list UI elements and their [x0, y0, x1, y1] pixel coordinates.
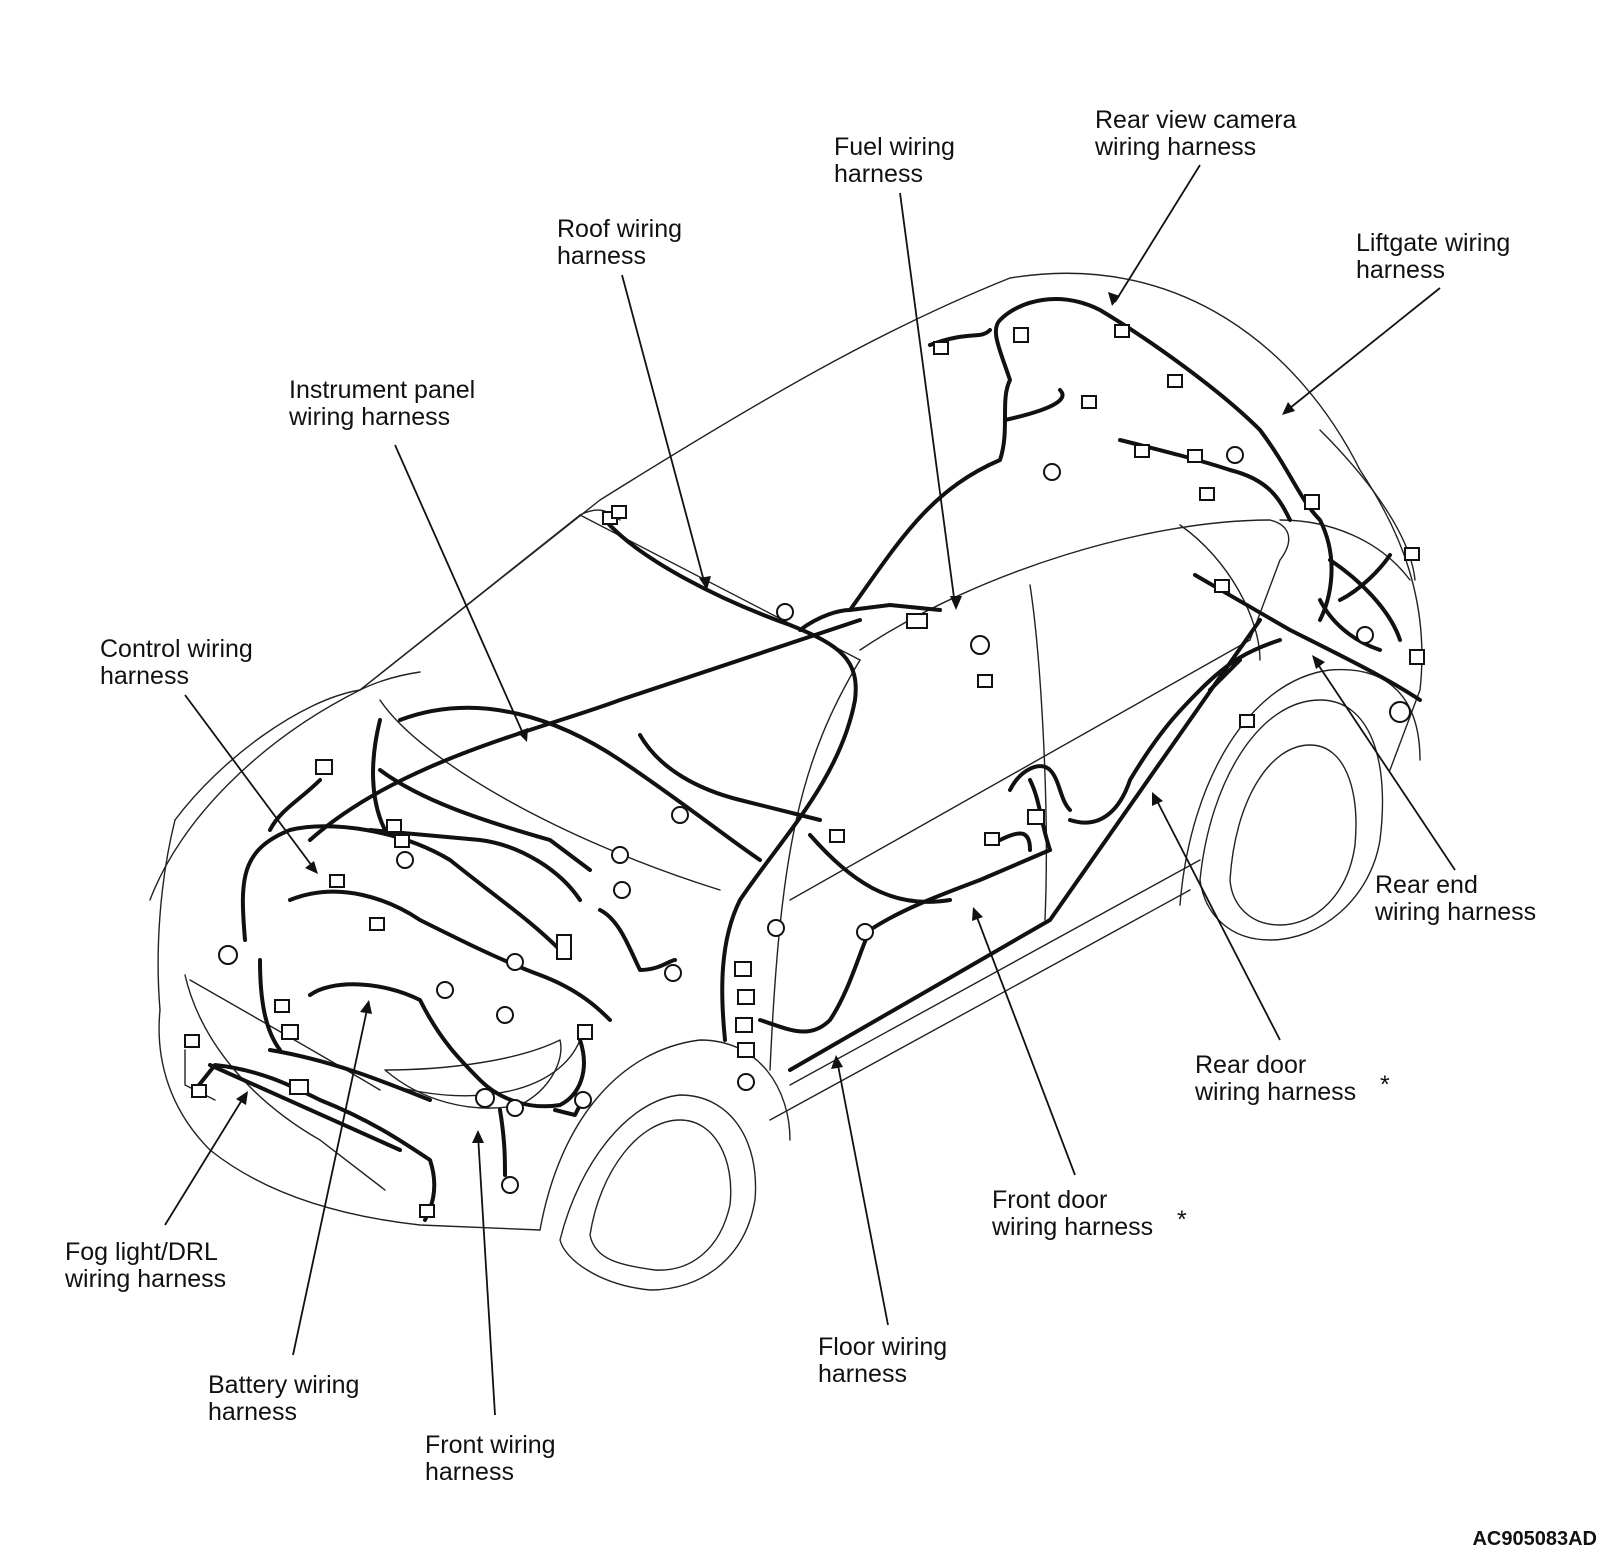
leader-front	[477, 1134, 496, 1416]
svg-text:Instrument panel: Instrument panel	[289, 376, 475, 404]
svg-text:Fuel wiring: Fuel wiring	[834, 133, 955, 161]
svg-text:harness: harness	[425, 1458, 514, 1486]
leader-front-door	[974, 911, 1076, 1176]
leader-floor	[836, 1059, 889, 1326]
svg-text:wiring harness: wiring harness	[64, 1265, 226, 1293]
leader-instrument-panel	[394, 444, 526, 739]
svg-text:Front door: Front door	[992, 1186, 1107, 1214]
svg-text:wiring harness: wiring harness	[1374, 898, 1536, 926]
connectors	[184, 324, 1425, 1218]
leader-liftgate	[1284, 287, 1441, 413]
svg-text:Liftgate wiring: Liftgate wiring	[1356, 229, 1510, 257]
svg-text:Battery wiring: Battery wiring	[208, 1371, 359, 1399]
leader-rear-door	[1154, 796, 1281, 1041]
label-rear-view-camera: Rear view camera wiring harness	[1094, 106, 1297, 161]
svg-text:Control wiring: Control wiring	[100, 635, 253, 663]
figure-id: AC905083AD	[1472, 1528, 1597, 1550]
svg-text:Rear end: Rear end	[1375, 871, 1478, 899]
svg-text:harness: harness	[818, 1360, 907, 1388]
car-body-outline	[149, 272, 1423, 1291]
wiring-harness-network	[193, 297, 1422, 1222]
svg-text:Floor wiring: Floor wiring	[818, 1333, 947, 1361]
svg-text:Front wiring: Front wiring	[425, 1431, 556, 1459]
leader-roof	[621, 274, 706, 586]
ground-terminals	[218, 446, 1411, 1194]
label-front-door: Front door wiring harness *	[991, 1186, 1187, 1241]
label-liftgate: Liftgate wiring harness	[1356, 229, 1510, 284]
svg-text:harness: harness	[100, 662, 189, 690]
svg-text:Fog light/DRL: Fog light/DRL	[65, 1238, 218, 1266]
label-floor: Floor wiring harness	[818, 1333, 947, 1388]
svg-text:Rear door: Rear door	[1195, 1051, 1306, 1079]
label-rear-end: Rear end wiring harness	[1374, 871, 1536, 926]
svg-text:wiring harness: wiring harness	[1194, 1078, 1356, 1106]
svg-text:Rear view camera: Rear view camera	[1095, 106, 1297, 134]
leader-control	[184, 694, 316, 871]
label-instrument-panel: Instrument panel wiring harness	[288, 376, 475, 431]
label-rear-door: Rear door wiring harness *	[1194, 1051, 1390, 1106]
svg-text:harness: harness	[557, 242, 646, 270]
leader-lines	[164, 164, 1456, 1416]
leader-fog-light-drl	[164, 1094, 246, 1226]
label-control: Control wiring harness	[100, 635, 253, 690]
leader-fuel	[899, 192, 956, 606]
label-roof: Roof wiring harness	[557, 215, 682, 270]
svg-text:wiring harness: wiring harness	[288, 403, 450, 431]
svg-text:harness: harness	[208, 1398, 297, 1426]
svg-text:harness: harness	[834, 160, 923, 188]
leader-battery	[292, 1004, 369, 1356]
svg-text:wiring harness: wiring harness	[991, 1213, 1153, 1241]
label-battery: Battery wiring harness	[208, 1371, 359, 1426]
svg-text:harness: harness	[1356, 256, 1445, 284]
label-fog-light-drl: Fog light/DRL wiring harness	[64, 1238, 226, 1293]
leader-rear-view-camera	[1114, 164, 1201, 303]
label-front: Front wiring harness	[425, 1431, 556, 1486]
label-fuel: Fuel wiring harness	[834, 133, 955, 188]
svg-text:*: *	[1177, 1206, 1187, 1234]
svg-text:wiring harness: wiring harness	[1094, 133, 1256, 161]
svg-text:*: *	[1380, 1071, 1390, 1099]
svg-text:Roof wiring: Roof wiring	[557, 215, 682, 243]
leader-rear-end	[1314, 659, 1456, 871]
